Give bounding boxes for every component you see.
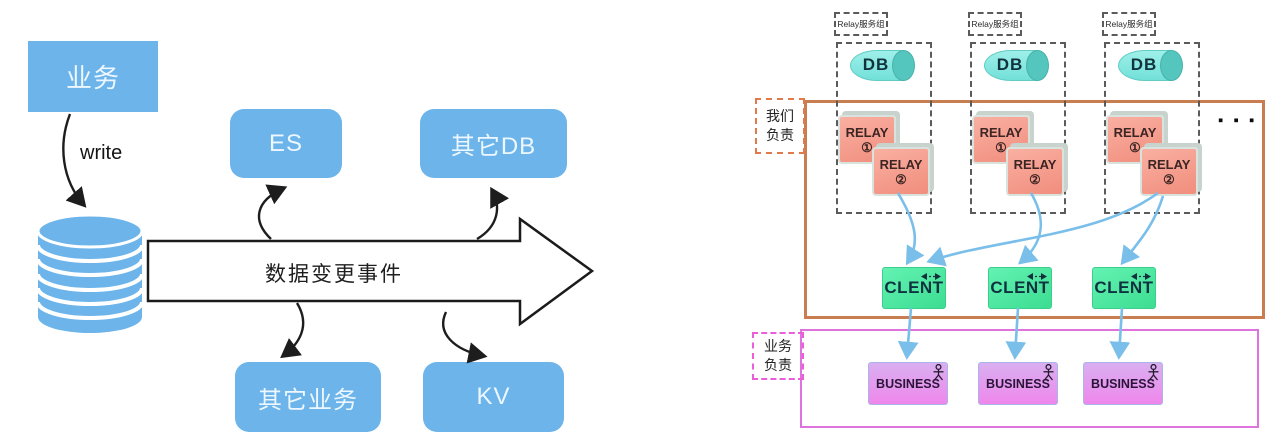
arrow-to-es <box>257 184 288 240</box>
relay-box-2-2: RELAY ② <box>1006 147 1064 196</box>
other-business-label: 其它业务 <box>258 386 358 414</box>
sync-arrows-icon <box>921 273 941 280</box>
relay-1-1-number: ① <box>861 139 873 155</box>
relay-box-2-1: RELAY ① <box>972 115 1030 164</box>
business-responsibility-line2: 负责 <box>764 357 792 373</box>
db-cylinder-3-cap <box>1160 50 1183 81</box>
relay-3-1-number: ① <box>1129 139 1141 155</box>
business-consumer-box-3: BUSINESS <box>1083 362 1163 405</box>
relay-group-1-title: Relay服务组 <box>834 12 888 36</box>
relay-box-3-2: RELAY ② <box>1140 147 1198 196</box>
relay-3-1-label: RELAY <box>1113 124 1157 140</box>
business-1-label: BUSINESS <box>876 376 940 391</box>
business-consumer-box-2: BUSINESS <box>978 362 1058 405</box>
relay-group-2-title: Relay服务组 <box>968 12 1022 36</box>
es-box: ES <box>230 109 342 178</box>
client-1-label: CLENT <box>884 278 944 297</box>
sync-arrows-icon <box>1131 273 1151 280</box>
business-source-label: 业务 <box>65 63 120 93</box>
db-cylinder-2-cap <box>1026 50 1049 81</box>
relay-2-1-label: RELAY <box>979 124 1023 140</box>
business-2-label: BUSINESS <box>986 376 1050 391</box>
arrow-to-kv <box>442 311 488 364</box>
more-groups-ellipsis: ▪ ▪ ▪ <box>1218 112 1258 129</box>
arrow-to-other-db <box>476 186 510 241</box>
client-box-1: CLENT <box>882 267 946 309</box>
relay-1-2-label: RELAY <box>879 156 923 172</box>
business-3-label: BUSINESS <box>1091 376 1155 391</box>
business-consumer-box-1: BUSINESS <box>868 362 948 405</box>
business-source-box: 业务 <box>28 41 158 112</box>
client-2-label: CLENT <box>990 278 1050 297</box>
relay-2-2-number: ② <box>1029 171 1041 187</box>
other-db-box: 其它DB <box>420 109 567 178</box>
our-responsibility-label: 我们 负责 <box>755 98 805 154</box>
kv-box: KV <box>423 362 564 432</box>
actor-icon <box>1043 364 1054 381</box>
relay-group-1-box <box>836 42 932 214</box>
client-box-2: CLENT <box>988 267 1052 309</box>
db-label-1: DB <box>862 54 890 74</box>
relay-2-2-label: RELAY <box>1013 156 1057 172</box>
relay-box-3-1: RELAY ① <box>1106 115 1164 164</box>
other-db-label: 其它DB <box>450 133 537 160</box>
our-responsibility-line1: 我们 <box>766 108 794 124</box>
arrow-to-other-business <box>280 302 305 359</box>
es-label: ES <box>268 129 303 157</box>
database-stack-icon <box>36 213 144 333</box>
db-label-2: DB <box>996 54 1024 74</box>
relay-box-1-2: RELAY ② <box>872 147 930 196</box>
relay-2-1-number: ① <box>995 139 1007 155</box>
region-our-responsibility <box>804 100 1265 319</box>
event-arrow-label: 数据变更事件 <box>265 263 403 286</box>
relay-3-2-label: RELAY <box>1147 156 1191 172</box>
relay-1-2-number: ② <box>895 171 907 187</box>
actor-icon <box>1148 364 1159 381</box>
client-box-3: CLENT <box>1092 267 1156 309</box>
db-label-3: DB <box>1130 54 1158 74</box>
other-business-box: 其它业务 <box>235 362 381 432</box>
kv-label: KV <box>476 383 511 410</box>
our-responsibility-line2: 负责 <box>766 127 794 143</box>
business-responsibility-line1: 业务 <box>764 338 792 354</box>
write-label: write <box>80 142 123 164</box>
client-3-label: CLENT <box>1094 278 1154 297</box>
business-responsibility-label: 业务 负责 <box>752 332 804 380</box>
relay-3-2-number: ② <box>1163 171 1175 187</box>
db-cylinder-1-cap <box>892 50 915 81</box>
relay-box-1-1: RELAY ① <box>838 115 896 164</box>
relay-group-3-title: Relay服务组 <box>1102 12 1156 36</box>
actor-icon <box>933 364 944 381</box>
sync-arrows-icon <box>1027 273 1047 280</box>
relay-1-1-label: RELAY <box>845 124 889 140</box>
